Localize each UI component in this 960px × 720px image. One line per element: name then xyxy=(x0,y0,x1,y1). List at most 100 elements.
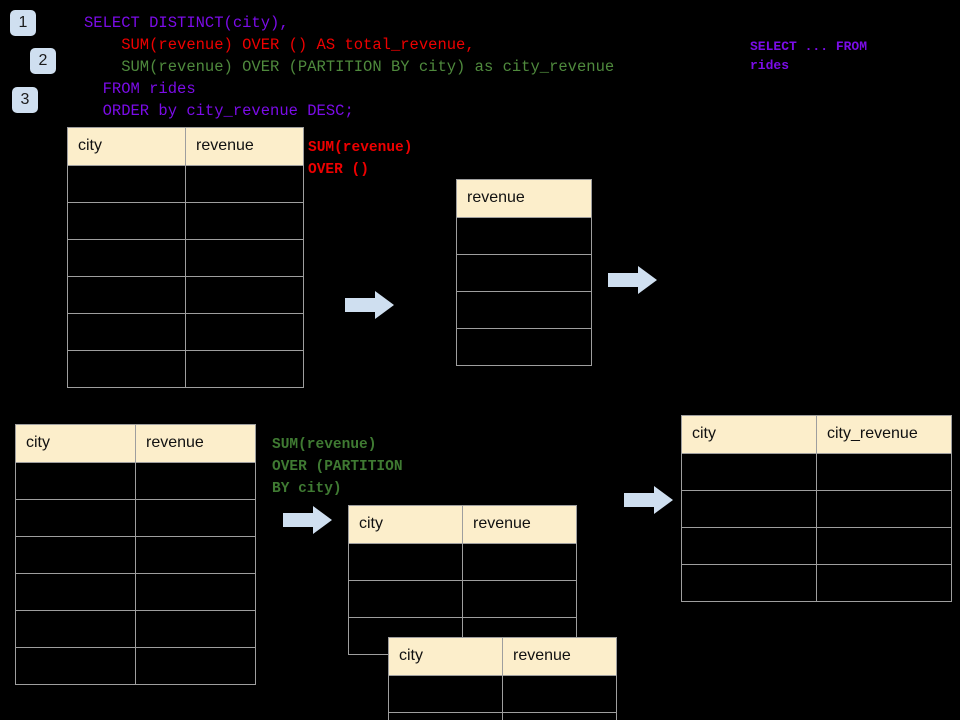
table-header-row: city revenue xyxy=(348,505,577,544)
table-row xyxy=(67,276,304,314)
cell-city xyxy=(348,543,463,581)
column-header-revenue: revenue xyxy=(502,637,617,676)
table-row xyxy=(681,564,952,602)
table-row xyxy=(15,462,256,500)
cell-city-revenue xyxy=(816,527,952,565)
sidenote-select-from-rides: SELECT ... FROM rides xyxy=(750,39,868,73)
cell-city-revenue xyxy=(816,490,952,528)
table-row xyxy=(388,712,617,720)
sql-line-from: FROM rides xyxy=(84,80,196,98)
table-row xyxy=(348,543,577,581)
cell-city xyxy=(67,202,186,240)
table-rides-source-top: city revenue xyxy=(67,127,304,388)
table-row xyxy=(348,580,577,618)
column-header-revenue: revenue xyxy=(456,179,592,218)
sql-line-order-by: ORDER by city_revenue DESC; xyxy=(84,102,354,120)
cell-revenue xyxy=(185,276,304,314)
cell-city xyxy=(15,536,136,574)
cell-city xyxy=(388,675,503,713)
table-result: city city_revenue xyxy=(681,415,952,602)
cell-city xyxy=(67,276,186,314)
cell-revenue xyxy=(185,350,304,388)
table-header-row: revenue xyxy=(456,179,592,218)
cell-city xyxy=(681,490,817,528)
cell-city xyxy=(15,499,136,537)
table-row xyxy=(681,527,952,565)
cell-city xyxy=(67,313,186,351)
cell-city xyxy=(15,610,136,648)
cell-city xyxy=(348,580,463,618)
step-badge-2: 2 xyxy=(30,48,56,74)
table-total-revenue: revenue xyxy=(456,179,592,366)
cell-revenue xyxy=(135,647,256,685)
cell-revenue xyxy=(135,536,256,574)
sql-line-select: SELECT DISTINCT(city), xyxy=(84,14,289,32)
table-partition-front: city revenue xyxy=(388,637,617,720)
step-badge-1: 1 xyxy=(10,10,36,36)
table-row xyxy=(456,291,592,329)
cell-city xyxy=(15,573,136,611)
cell-revenue xyxy=(185,313,304,351)
table-row xyxy=(15,536,256,574)
sql-line-city-revenue: SUM(revenue) OVER (PARTITION BY city) as… xyxy=(84,58,615,76)
table-row xyxy=(681,453,952,491)
sql-line-total-revenue: SUM(revenue) OVER () AS total_revenue, xyxy=(84,36,475,54)
table-rides-source-bottom: city revenue xyxy=(15,424,256,685)
table-row xyxy=(67,202,304,240)
column-header-city: city xyxy=(67,127,186,166)
column-header-city-revenue: city_revenue xyxy=(816,415,952,454)
cell-revenue xyxy=(462,543,577,581)
cell-revenue xyxy=(185,165,304,203)
column-header-city: city xyxy=(681,415,817,454)
table-row xyxy=(67,165,304,203)
table-partition-back: city revenue xyxy=(348,505,577,655)
annotation-sum-over-partition: SUM(revenue) OVER (PARTITION BY city) xyxy=(272,437,403,497)
column-header-city: city xyxy=(348,505,463,544)
cell-revenue xyxy=(135,573,256,611)
arrow-total-to-result xyxy=(608,265,658,300)
cell-city xyxy=(681,564,817,602)
cell-city xyxy=(67,350,186,388)
step-badge-3: 3 xyxy=(12,87,38,113)
cell-city xyxy=(681,527,817,565)
cell-revenue xyxy=(462,580,577,618)
table-row xyxy=(67,239,304,277)
cell-revenue xyxy=(456,291,592,329)
cell-city xyxy=(67,165,186,203)
arrow-partition-to-result xyxy=(624,485,674,520)
table-row xyxy=(456,217,592,255)
column-header-city: city xyxy=(15,424,136,463)
cell-city-revenue xyxy=(816,564,952,602)
cell-revenue xyxy=(135,610,256,648)
cell-revenue xyxy=(185,239,304,277)
cell-revenue xyxy=(135,499,256,537)
table-row xyxy=(15,573,256,611)
table-row xyxy=(681,490,952,528)
table-header-row: city revenue xyxy=(15,424,256,463)
cell-city xyxy=(15,647,136,685)
cell-revenue xyxy=(502,712,617,720)
table-row xyxy=(67,313,304,351)
table-row xyxy=(15,499,256,537)
table-row xyxy=(15,647,256,685)
cell-revenue xyxy=(456,217,592,255)
column-header-revenue: revenue xyxy=(135,424,256,463)
column-header-city: city xyxy=(388,637,503,676)
table-row xyxy=(456,254,592,292)
column-header-revenue: revenue xyxy=(462,505,577,544)
arrow-source-to-total xyxy=(345,290,395,325)
cell-city xyxy=(67,239,186,277)
cell-revenue xyxy=(456,328,592,366)
cell-revenue xyxy=(456,254,592,292)
cell-revenue xyxy=(185,202,304,240)
cell-city-revenue xyxy=(816,453,952,491)
table-row xyxy=(15,610,256,648)
table-row xyxy=(67,350,304,388)
cell-city xyxy=(388,712,503,720)
table-row xyxy=(456,328,592,366)
annotation-sum-over-empty: SUM(revenue) OVER () xyxy=(308,140,413,178)
cell-revenue xyxy=(135,462,256,500)
table-row xyxy=(388,675,617,713)
table-header-row: city revenue xyxy=(388,637,617,676)
